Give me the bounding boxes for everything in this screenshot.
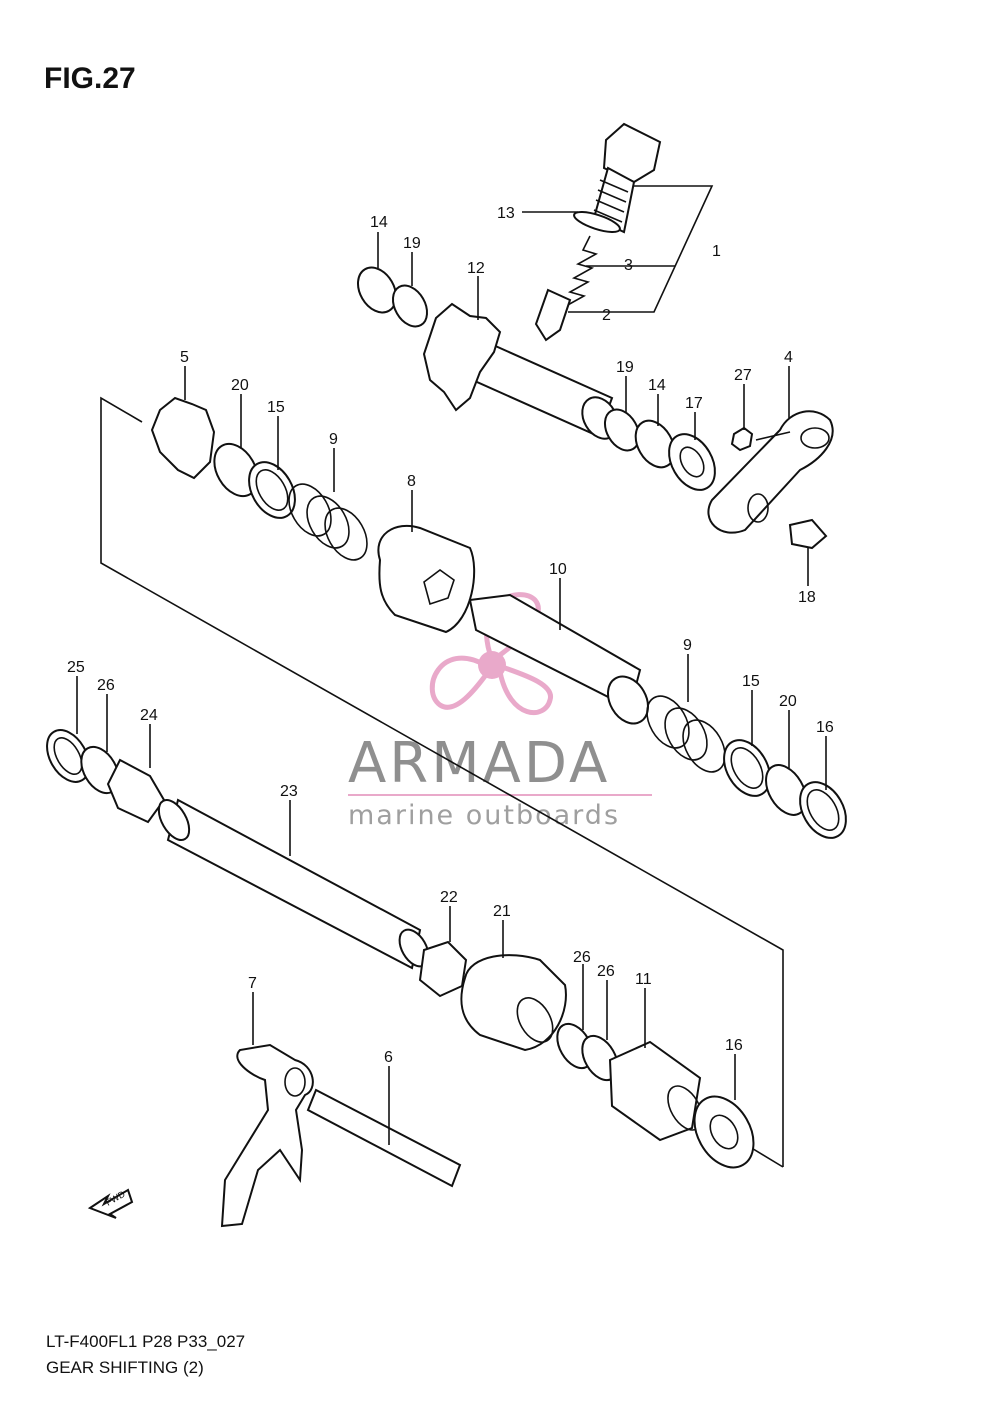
bearing-11 — [608, 1040, 702, 1142]
callout-26-c: 26 — [597, 963, 615, 980]
fwd-arrow-icon: FWD — [87, 1188, 134, 1219]
callout-10: 10 — [549, 561, 567, 578]
oil-seal-17 — [668, 433, 716, 491]
nut-27 — [730, 426, 754, 452]
washer-13 — [573, 211, 621, 233]
spring-9-b — [646, 695, 726, 773]
pin-2 — [534, 288, 572, 342]
callout-3: 3 — [624, 257, 633, 274]
callout-27: 27 — [734, 367, 752, 384]
shift-fork-7 — [220, 1043, 314, 1228]
shift-lever-4 — [707, 410, 834, 534]
shift-shaft-12 — [357, 266, 619, 440]
callout-4: 4 — [784, 349, 793, 366]
callout-6: 6 — [384, 1049, 393, 1066]
callout-16: 16 — [816, 719, 834, 736]
callout-9-b: 9 — [683, 637, 692, 654]
armada-watermark: ARMADA marine outboards — [348, 592, 652, 831]
washer-16-b — [693, 1095, 755, 1169]
callout-26-b: 26 — [573, 949, 591, 966]
callout-labels: 1 13 3 2 14 19 12 5 20 15 9 19 14 17 27 … — [67, 205, 834, 1066]
callout-lines-top — [522, 185, 714, 313]
washer-15-b — [723, 739, 771, 797]
callout-22: 22 — [440, 889, 458, 906]
fork-shaft-6 — [306, 1088, 462, 1188]
callout-24: 24 — [140, 707, 158, 724]
callout-15: 15 — [267, 399, 285, 416]
callout-8: 8 — [407, 473, 416, 490]
callout-21: 21 — [493, 903, 511, 920]
callout-5: 5 — [180, 349, 189, 366]
callout-16-b: 16 — [725, 1037, 743, 1054]
cam-21 — [460, 954, 567, 1052]
spring-9 — [288, 483, 368, 561]
washer-25 — [46, 729, 90, 783]
callout-1: 1 — [712, 243, 721, 260]
figure-code: LT-F400FL1 P28 P33_027 — [46, 1332, 246, 1351]
callout-25: 25 — [67, 659, 85, 676]
washer-14 — [634, 419, 676, 469]
callout-17: 17 — [685, 395, 703, 412]
callout-leaders — [76, 232, 827, 1145]
callout-26: 26 — [97, 677, 115, 694]
gear-shift-cam-assembly — [150, 396, 847, 839]
circlip-20 — [213, 442, 259, 498]
sector-gear — [422, 302, 502, 412]
callout-23: 23 — [280, 783, 298, 800]
callout-14: 14 — [370, 214, 388, 231]
callout-20: 20 — [231, 377, 249, 394]
circlip-20-b — [765, 764, 807, 816]
shaft-12-small-parts — [603, 408, 834, 550]
detent-bolt-assembly — [534, 122, 662, 342]
gear-5 — [150, 396, 216, 480]
spring-3 — [565, 235, 599, 307]
callout-7: 7 — [248, 975, 257, 992]
stopper-plate-22 — [418, 940, 468, 998]
callout-19: 19 — [403, 235, 421, 252]
callout-20-b: 20 — [779, 693, 797, 710]
callout-9: 9 — [329, 431, 338, 448]
bearing-24 — [106, 758, 166, 824]
washer-16 — [799, 781, 847, 839]
callout-13: 13 — [497, 205, 515, 222]
washer-14-top — [357, 266, 397, 314]
bolt-18 — [788, 518, 828, 550]
washer-15 — [248, 461, 296, 519]
callout-11: 11 — [635, 971, 652, 988]
callout-12: 12 — [467, 260, 485, 277]
figure-name: GEAR SHIFTING (2) — [46, 1358, 204, 1377]
shift-fork-assembly — [220, 1043, 462, 1228]
callout-14-b: 14 — [648, 377, 666, 394]
bolt-head — [602, 122, 662, 184]
cam-8 — [377, 524, 476, 634]
watermark-tagline: marine outboards — [348, 800, 620, 831]
shift-drum-assembly — [46, 729, 755, 1169]
figure-title: FIG.27 — [44, 62, 136, 95]
circlip-19-top — [391, 284, 429, 328]
watermark-brand: ARMADA — [348, 731, 610, 796]
callout-2: 2 — [602, 307, 611, 324]
circlip-19 — [603, 408, 641, 452]
callout-18: 18 — [798, 589, 816, 606]
callout-15-b: 15 — [742, 673, 760, 690]
callout-19-b: 19 — [616, 359, 634, 376]
